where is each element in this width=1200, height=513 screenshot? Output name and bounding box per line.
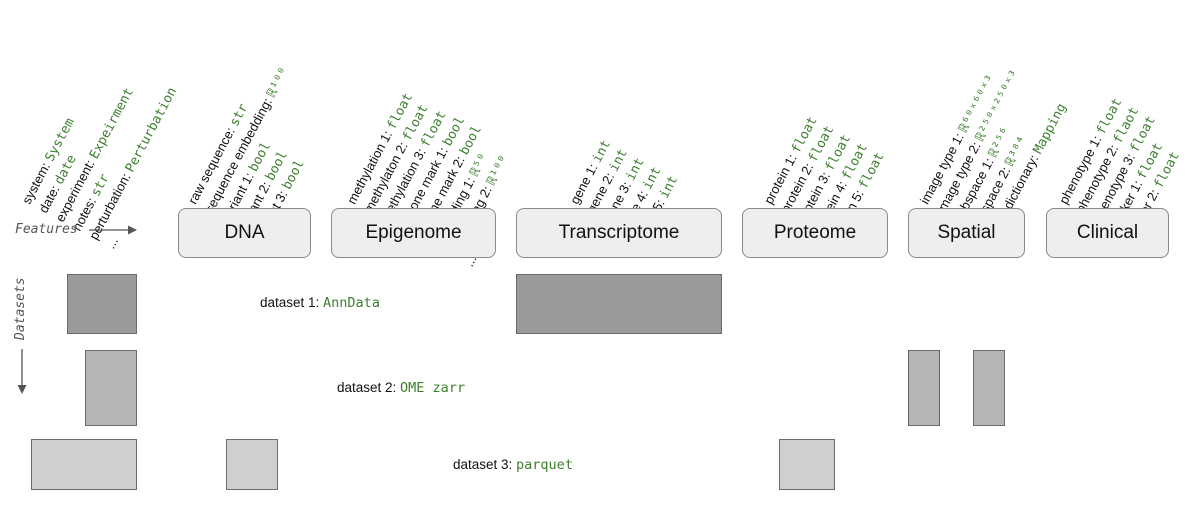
dataset2-prefix: dataset 2: xyxy=(337,380,401,395)
features-axis-label: Features xyxy=(15,222,78,237)
dataset3-format: parquet xyxy=(516,457,573,473)
dataset3-proteome-block xyxy=(779,439,835,490)
datasets-axis-label: Datasets xyxy=(13,277,28,340)
features-arrow-icon xyxy=(89,225,137,235)
dataset3-system-block xyxy=(31,439,137,490)
dataset1-prefix: dataset 1: xyxy=(260,295,324,310)
dataset2-spatial-block-1 xyxy=(908,350,940,426)
modality-box-transcriptome: Transcriptome xyxy=(516,208,722,258)
metadata-field-label: ... xyxy=(102,234,122,252)
dataset2-spatial-block-2 xyxy=(973,350,1005,426)
datasets-arrow-icon xyxy=(17,349,27,394)
modality-box-clinical: Clinical xyxy=(1046,208,1169,258)
dataset1-label: dataset 1: AnnData xyxy=(260,295,380,311)
modality-box-epigenome: Epigenome xyxy=(331,208,496,258)
modality-box-proteome: Proteome xyxy=(742,208,888,258)
dataset1-system-block xyxy=(67,274,137,334)
dataset2-label: dataset 2: OME zarr xyxy=(337,380,465,396)
modality-box-spatial: Spatial xyxy=(908,208,1025,258)
dataset3-dna-block xyxy=(226,439,278,490)
dataset1-format: AnnData xyxy=(323,295,380,311)
dataset2-system-block xyxy=(85,350,137,426)
modality-box-dna: DNA xyxy=(178,208,311,258)
dataset2-format: OME zarr xyxy=(400,380,466,396)
dataset3-label: dataset 3: parquet xyxy=(453,457,573,473)
dataset3-prefix: dataset 3: xyxy=(453,457,517,472)
dataset1-transcriptome-block xyxy=(516,274,722,334)
